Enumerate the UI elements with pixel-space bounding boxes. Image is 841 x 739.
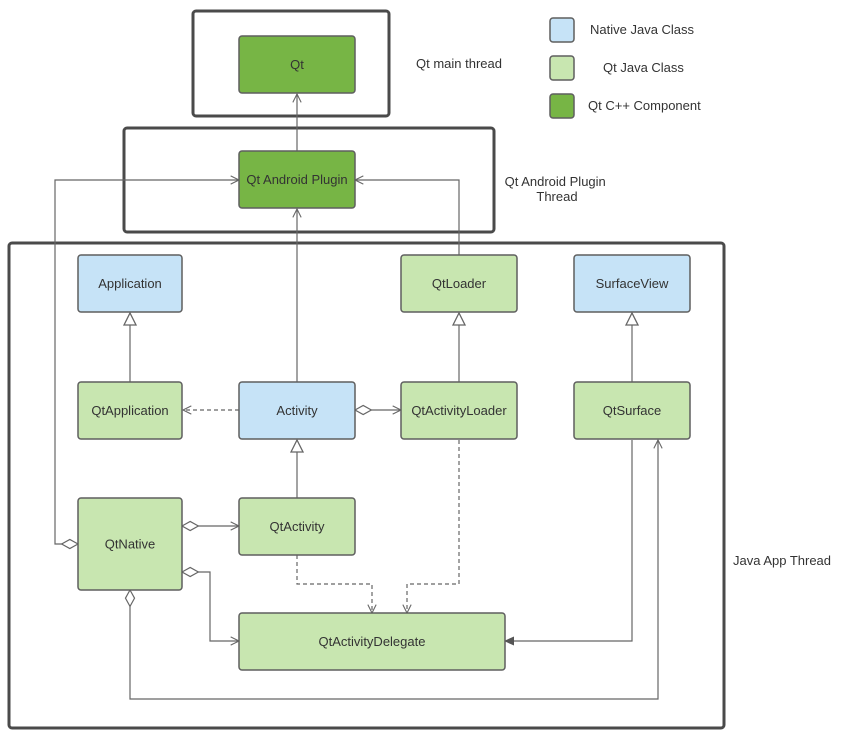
node-label-qtapplication: QtApplication <box>91 403 168 418</box>
legend: Native Java Class Qt Java Class Qt C++ C… <box>549 17 701 119</box>
node-label-application: Application <box>98 276 162 291</box>
node-box-qtapplication <box>77 381 183 440</box>
node-box-surfaceview <box>573 254 691 313</box>
edge-qtnative-to-qtsurface <box>130 440 658 700</box>
thread-label-main-line: Qt main thread <box>416 56 502 71</box>
node-activity[interactable]: Activity <box>238 381 356 440</box>
node-qt-android-plugin[interactable]: Qt Android Plugin <box>238 150 356 209</box>
edge-qtactivityloader-to-qtactivitydelegate <box>407 440 460 613</box>
thread-label-java: Java App Thread <box>733 553 831 568</box>
thread-label-plugin-line-2: Thread <box>536 189 577 204</box>
edge-qtsurface-to-qtactivitydelegate <box>505 440 633 641</box>
node-label-activity: Activity <box>276 403 318 418</box>
main-thread-frame <box>191 9 391 118</box>
thread-label-java-line: Java App Thread <box>733 553 831 568</box>
node-box-qtactivity <box>238 497 356 556</box>
node-box-qtactivityloader <box>400 381 518 440</box>
thread-label-plugin: Qt Android Plugin Thread <box>505 174 610 204</box>
node-qtactivityloader[interactable]: QtActivityLoader <box>400 381 518 440</box>
legend-swatch-native-java <box>549 17 575 43</box>
edge-qtnative-to-qtactivitydelegate <box>182 572 239 641</box>
node-box-qt-android-plugin <box>238 150 356 209</box>
edge-qtactivity-to-qtactivitydelegate <box>296 555 372 613</box>
node-label-surfaceview: SurfaceView <box>596 276 669 291</box>
node-label-qtactivityloader: QtActivityLoader <box>411 403 507 418</box>
node-box-qtnative <box>77 497 183 591</box>
edges <box>54 94 658 700</box>
legend-label-qt-java: Qt Java Class <box>603 60 684 75</box>
node-qtactivitydelegate[interactable]: QtActivityDelegate <box>238 612 506 671</box>
node-box-application <box>77 254 183 313</box>
java-app-thread-frame <box>7 241 726 730</box>
thread-label-plugin-line-1: Qt Android Plugin <box>505 174 606 189</box>
node-qtactivity[interactable]: QtActivity <box>238 497 356 556</box>
node-label-qt-android-plugin: Qt Android Plugin <box>246 172 347 187</box>
node-box-qtactivitydelegate <box>238 612 506 671</box>
node-qtnative[interactable]: QtNative <box>77 497 183 591</box>
legend-item-qt-cpp: Qt C++ Component <box>549 93 701 119</box>
node-qtsurface[interactable]: QtSurface <box>573 381 691 440</box>
legend-label-qt-cpp: Qt C++ Component <box>588 98 701 113</box>
legend-item-native-java: Native Java Class <box>549 17 695 43</box>
node-box-qt <box>238 35 356 94</box>
node-application[interactable]: Application <box>77 254 183 313</box>
node-qt[interactable]: Qt <box>238 35 356 94</box>
legend-label-native-java: Native Java Class <box>590 22 695 37</box>
legend-swatch-qt-cpp <box>549 93 575 119</box>
edge-qtloader-to-qt-android-plugin <box>355 180 460 255</box>
node-surfaceview[interactable]: SurfaceView <box>573 254 691 313</box>
legend-swatch-qt-java <box>549 55 575 81</box>
node-box-qtsurface <box>573 381 691 440</box>
node-label-qtactivity: QtActivity <box>270 519 325 534</box>
legend-item-qt-java: Qt Java Class <box>549 55 684 81</box>
node-qtapplication[interactable]: QtApplication <box>77 381 183 440</box>
node-qtloader[interactable]: QtLoader <box>400 254 518 313</box>
node-label-qtnative: QtNative <box>105 537 156 552</box>
node-box-qtloader <box>400 254 518 313</box>
edge-qtnative-to-qt-android-plugin <box>54 180 239 544</box>
node-label-qtloader: QtLoader <box>432 276 487 291</box>
node-box-activity <box>238 381 356 440</box>
node-label-qtsurface: QtSurface <box>603 403 662 418</box>
thread-label-main: Qt main thread <box>416 56 502 71</box>
node-label-qtactivitydelegate: QtActivityDelegate <box>319 634 426 649</box>
node-label-qt: Qt <box>290 57 304 72</box>
